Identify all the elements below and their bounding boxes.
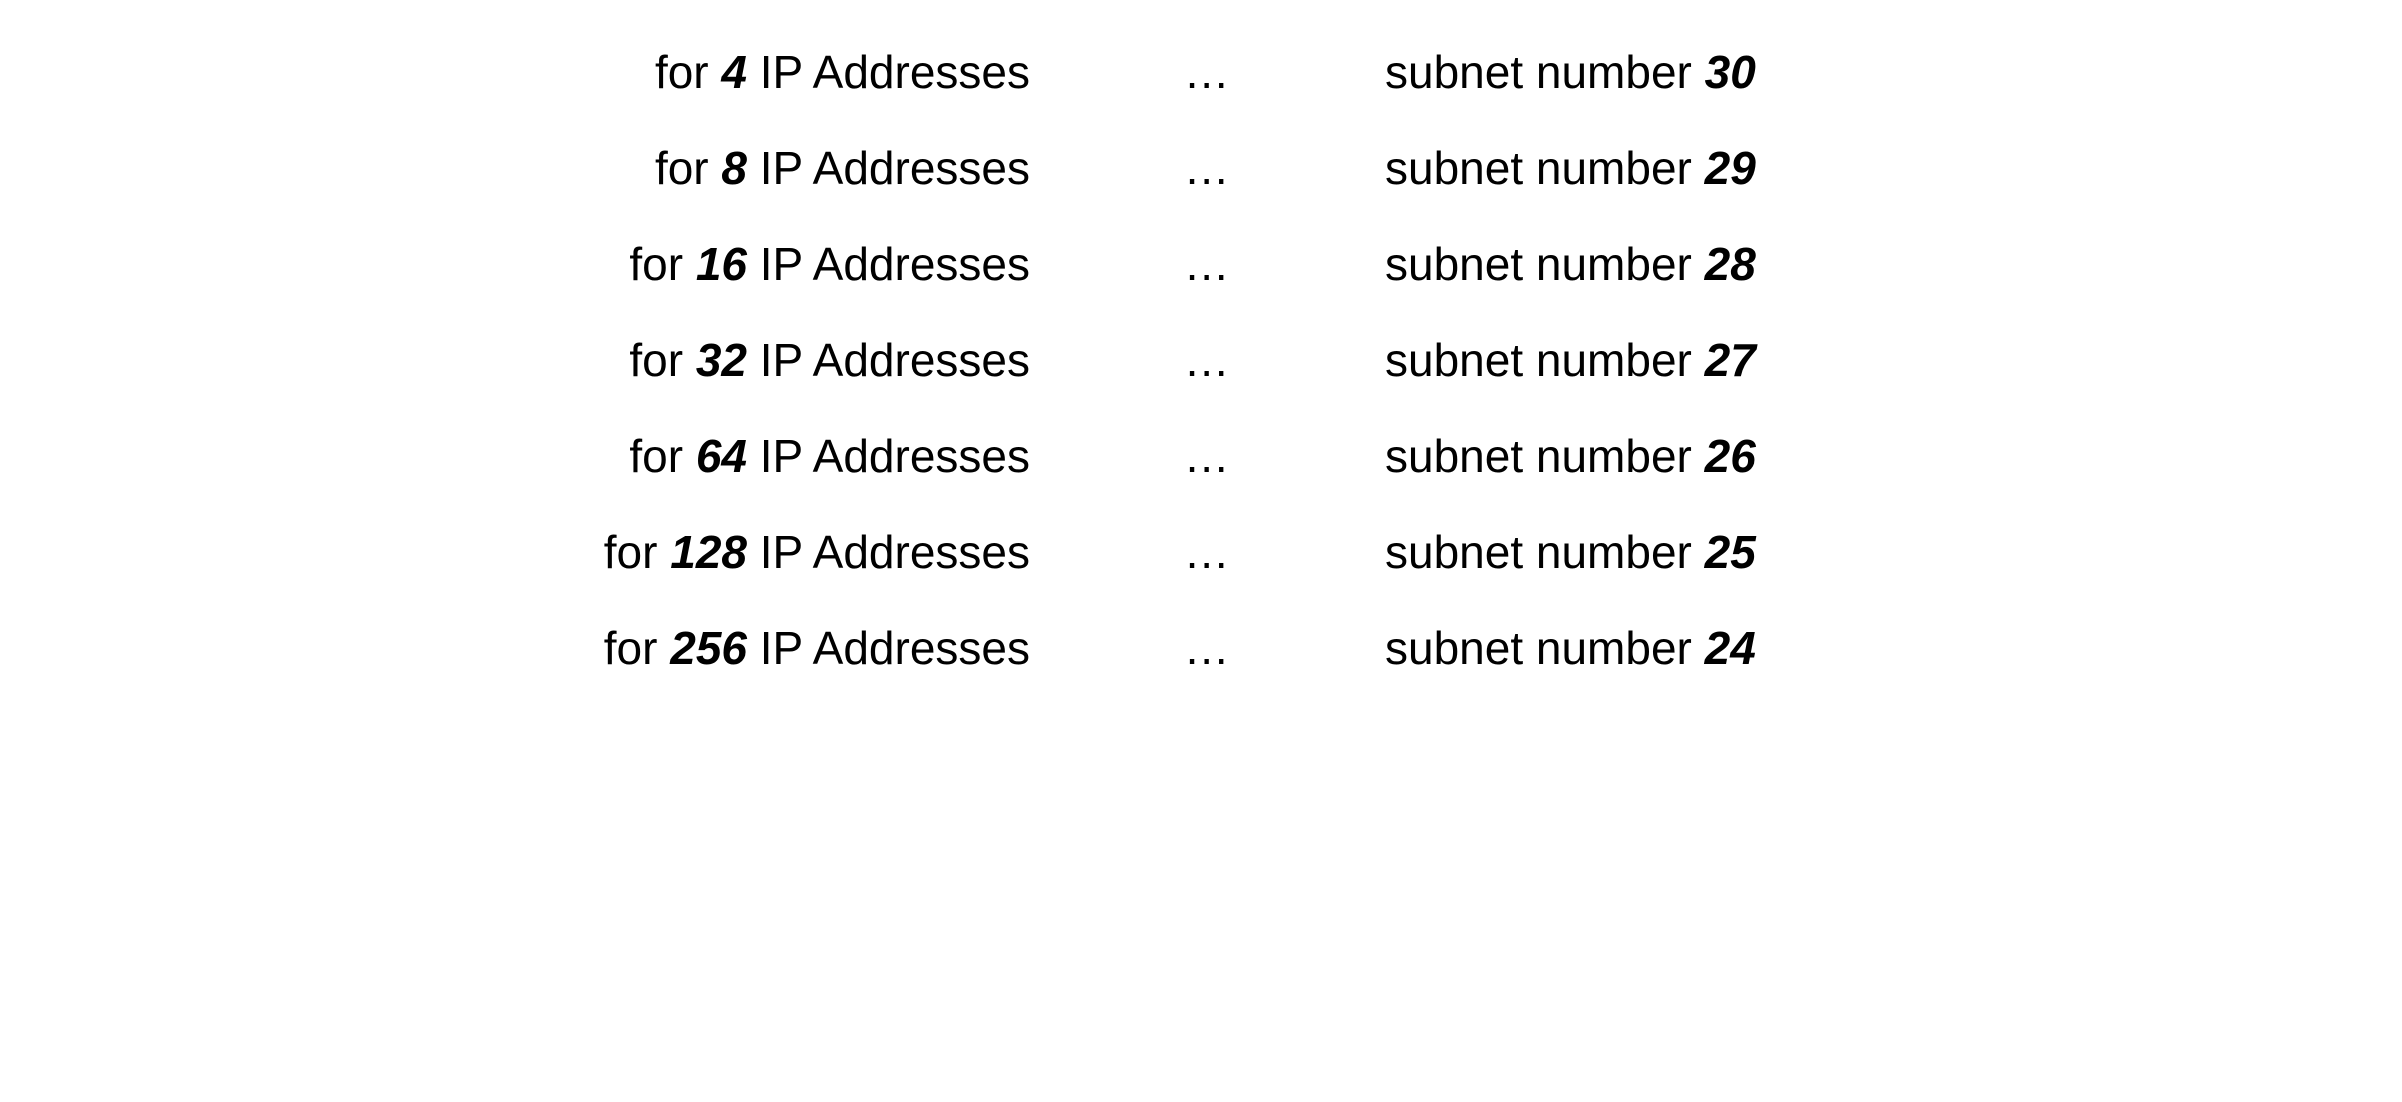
size-suffix-label: IP Addresses [759,430,1030,482]
subnet-mapping-table-body: for 4 IP Addresses … subnet number 30 fo… [0,24,2402,696]
subnet-prefix-label: subnet number [1385,430,1692,482]
table-row: for 8 IP Addresses … subnet number 29 [0,120,2402,216]
subnet-number-cell: subnet number 26 [1385,408,2402,504]
size-prefix-label: for [654,142,709,194]
ip-address-count-cell: for 8 IP Addresses [0,120,1030,216]
subnet-number-cell: subnet number 27 [1385,312,2402,408]
row-separator-cell: … [1030,216,1385,312]
size-prefix-label: for [603,526,658,578]
size-suffix-label: IP Addresses [759,334,1030,386]
subnet-prefix-label: subnet number [1385,622,1692,674]
ip-address-count-value: 4 [721,46,747,98]
ellipsis-icon: … [1183,430,1232,482]
ip-address-count-cell: for 32 IP Addresses [0,312,1030,408]
ip-address-count-cell: for 64 IP Addresses [0,408,1030,504]
ellipsis-icon: … [1183,142,1232,194]
subnet-number-value: 25 [1704,526,1756,578]
table-row: for 32 IP Addresses … subnet number 27 [0,312,2402,408]
subnet-number-value: 27 [1704,334,1756,386]
ip-address-count-value: 8 [721,142,747,194]
ellipsis-icon: … [1183,238,1232,290]
subnet-number-value: 30 [1704,46,1756,98]
size-prefix-label: for [629,334,684,386]
ip-address-count-cell: for 256 IP Addresses [0,600,1030,696]
subnet-number-cell: subnet number 28 [1385,216,2402,312]
row-separator-cell: … [1030,600,1385,696]
subnet-mapping-table: for 4 IP Addresses … subnet number 30 fo… [0,24,2402,696]
size-prefix-label: for [654,46,709,98]
table-row: for 16 IP Addresses … subnet number 28 [0,216,2402,312]
subnet-number-cell: subnet number 30 [1385,24,2402,120]
row-separator-cell: … [1030,312,1385,408]
size-suffix-label: IP Addresses [759,622,1030,674]
subnet-number-value: 28 [1704,238,1756,290]
ellipsis-icon: … [1183,622,1232,674]
size-suffix-label: IP Addresses [759,142,1030,194]
ip-address-count-value: 16 [695,238,747,290]
table-row: for 4 IP Addresses … subnet number 30 [0,24,2402,120]
ip-address-count-cell: for 128 IP Addresses [0,504,1030,600]
ip-address-count-value: 64 [695,430,747,482]
ip-address-count-cell: for 16 IP Addresses [0,216,1030,312]
subnet-number-value: 26 [1704,430,1756,482]
row-separator-cell: … [1030,408,1385,504]
ellipsis-icon: … [1183,46,1232,98]
row-separator-cell: … [1030,504,1385,600]
row-separator-cell: … [1030,24,1385,120]
size-prefix-label: for [629,430,684,482]
subnet-prefix-label: subnet number [1385,526,1692,578]
row-separator-cell: … [1030,120,1385,216]
size-prefix-label: for [603,622,658,674]
size-suffix-label: IP Addresses [759,238,1030,290]
table-row: for 256 IP Addresses … subnet number 24 [0,600,2402,696]
size-suffix-label: IP Addresses [759,46,1030,98]
subnet-number-value: 29 [1704,142,1756,194]
ip-address-count-cell: for 4 IP Addresses [0,24,1030,120]
subnet-number-cell: subnet number 25 [1385,504,2402,600]
ip-address-count-value: 32 [695,334,747,386]
size-suffix-label: IP Addresses [759,526,1030,578]
ellipsis-icon: … [1183,334,1232,386]
table-row: for 128 IP Addresses … subnet number 25 [0,504,2402,600]
table-row: for 64 IP Addresses … subnet number 26 [0,408,2402,504]
subnet-prefix-label: subnet number [1385,334,1692,386]
ellipsis-icon: … [1183,526,1232,578]
subnet-prefix-label: subnet number [1385,238,1692,290]
subnet-number-cell: subnet number 24 [1385,600,2402,696]
ip-address-count-value: 128 [670,526,747,578]
subnet-number-cell: subnet number 29 [1385,120,2402,216]
ip-address-count-value: 256 [670,622,747,674]
subnet-number-value: 24 [1704,622,1756,674]
subnet-prefix-label: subnet number [1385,142,1692,194]
size-prefix-label: for [629,238,684,290]
subnet-prefix-label: subnet number [1385,46,1692,98]
